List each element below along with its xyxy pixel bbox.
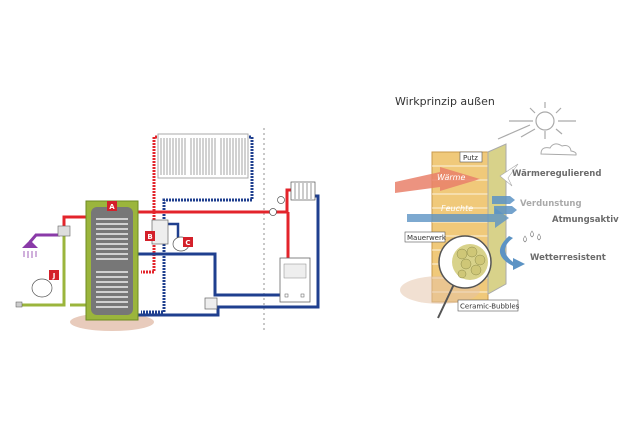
magnifier-ceramic-bubbles <box>437 235 492 319</box>
heating-return-pipe <box>137 194 320 317</box>
solar-cold-pipe <box>141 135 254 314</box>
shower-head-icon <box>22 240 38 248</box>
solar-hot-pipe <box>141 135 157 274</box>
svg-text:Mauerwerk: Mauerwerk <box>407 234 447 242</box>
label-ceramic-bubbles: Ceramic-Bubbles <box>457 299 520 312</box>
marker-b: B <box>145 231 155 241</box>
marker-j: J <box>49 270 59 280</box>
label-feuchte: Feuchte <box>441 204 473 213</box>
expansion-pipe <box>168 222 180 238</box>
mixer-valve <box>204 297 218 310</box>
sun-icon <box>497 102 576 140</box>
label-waermeregulierend: Wärmeregulierend <box>512 169 601 179</box>
svg-text:C: C <box>185 239 190 247</box>
shower-pipe <box>28 233 60 243</box>
cold-water-pipe <box>22 235 66 307</box>
water-tap-icon <box>15 301 23 308</box>
svg-text:B: B <box>147 233 152 241</box>
label-atmungsaktiv: Atmungsaktiv <box>552 215 619 225</box>
label-putz: Putz <box>459 151 483 163</box>
cloud-icon <box>540 143 577 156</box>
marker-c: C <box>183 237 193 247</box>
raindrops-icon <box>523 230 541 243</box>
evaporation-arrows <box>492 196 517 214</box>
label-waerme: Wärme <box>437 173 465 182</box>
label-mauerwerk: Mauerwerk <box>404 231 447 243</box>
svg-text:Putz: Putz <box>463 154 478 162</box>
weather-arrow <box>499 236 525 270</box>
svg-text:Ceramic-Bubbles: Ceramic-Bubbles <box>460 303 520 311</box>
pump-icon <box>269 208 277 216</box>
marker-a: A <box>107 201 117 211</box>
storage-tank <box>85 200 139 321</box>
label-verdunstung: Verdunstung <box>520 199 582 209</box>
breathable-arrow <box>407 208 509 228</box>
hot-water-pipe <box>62 215 86 228</box>
wirkprinzip-diagram: Wirkprinzip außen Putz Wär <box>395 95 619 319</box>
solar-collector <box>157 133 249 179</box>
heating-flow-pipe <box>137 188 291 214</box>
pump-icon <box>277 196 285 204</box>
radiator <box>290 181 316 201</box>
boiler <box>279 257 311 303</box>
heat-regulation-arrow <box>499 163 519 187</box>
diagram-title: Wirkprinzip außen <box>395 95 495 108</box>
heating-system-diagram: A B C J <box>15 128 320 332</box>
shower-spray <box>23 251 37 258</box>
mixing-valve <box>57 225 71 237</box>
boiler-return-pipe <box>137 252 280 297</box>
svg-text:A: A <box>109 203 115 211</box>
svg-text:J: J <box>52 272 56 280</box>
heat-arrow <box>395 167 480 193</box>
label-wetterresistent: Wetterresistent <box>530 253 606 263</box>
expansion-vessel-water <box>31 278 53 298</box>
